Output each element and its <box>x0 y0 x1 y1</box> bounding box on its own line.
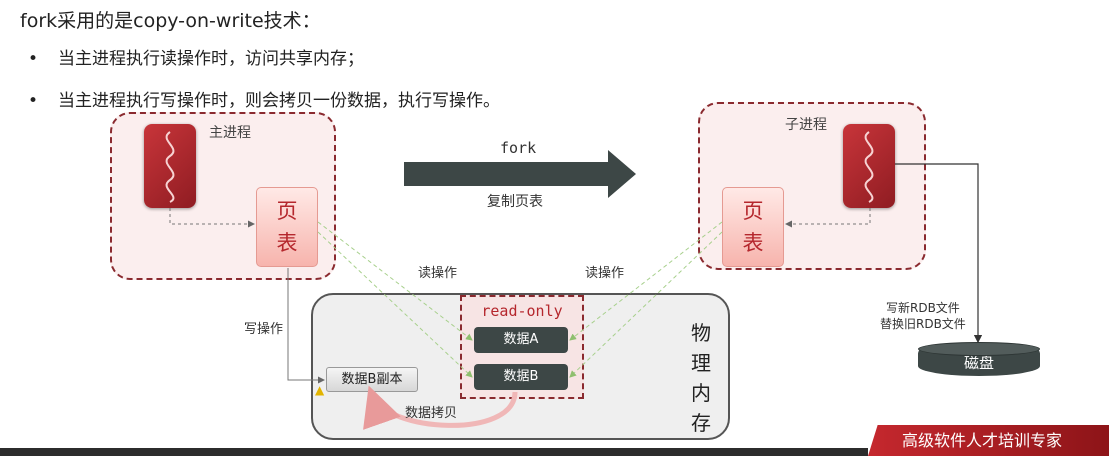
child-page-table-char-1: 页 <box>742 199 764 223</box>
rdb-note: 写新RDB文件 替换旧RDB文件 <box>880 300 966 332</box>
physical-memory-label: 物 理 内 存 <box>688 318 714 438</box>
write-op-label: 写操作 <box>244 322 284 337</box>
main-page-table: 页 表 <box>256 187 318 267</box>
child-page-table: 页 表 <box>722 187 784 267</box>
child-read-line-b <box>569 231 723 378</box>
data-a-block: 数据A <box>474 327 568 353</box>
memory-label-char: 理 <box>691 351 711 375</box>
main-read-line-b <box>317 231 473 378</box>
child-page-table-char-2: 表 <box>742 231 764 255</box>
copy-page-table-label: 复制页表 <box>487 194 543 210</box>
bottom-bar <box>0 448 868 456</box>
child-process-label: 子进程 <box>785 117 827 133</box>
bullet-read-text: 当主进程执行读操作时，访问共享内存； <box>58 49 364 69</box>
memory-label-char: 内 <box>691 381 711 405</box>
read-op-right-label: 读操作 <box>585 266 625 281</box>
write-line <box>287 268 325 384</box>
bullet-marker: • <box>28 91 39 111</box>
main-read-line-a <box>317 221 473 341</box>
child-to-disk-line <box>895 163 983 344</box>
mouse-cursor-icon: ▲ <box>315 383 325 397</box>
main-thread-icon <box>144 124 196 208</box>
main-page-table-char-1: 页 <box>276 199 298 223</box>
child-thread-icon <box>843 124 895 208</box>
child-thread-to-pagetable-line <box>785 208 871 228</box>
child-read-line-a <box>569 221 723 341</box>
page-heading: fork采用的是copy-on-write技术： <box>20 10 321 32</box>
data-copy-label: 数据拷贝 <box>405 406 458 421</box>
brand-banner: 高级软件人才培训专家 <box>868 425 1109 456</box>
memory-label-char: 存 <box>691 411 711 435</box>
main-process-label: 主进程 <box>209 125 251 141</box>
disk-top-ellipse <box>918 342 1040 356</box>
bullet-read: • 当主进程执行读操作时，访问共享内存； <box>28 44 364 69</box>
bullet-marker: • <box>28 49 39 69</box>
readonly-label: read-only <box>481 302 563 320</box>
bullet-write: • 当主进程执行写操作时，则会拷贝一份数据，执行写操作。 <box>28 86 500 111</box>
copy-curve-arrow <box>363 385 518 430</box>
memory-label-char: 物 <box>691 321 711 345</box>
data-b-block: 数据B <box>474 364 568 390</box>
read-op-left-label: 读操作 <box>418 266 458 281</box>
bullet-write-text: 当主进程执行写操作时，则会拷贝一份数据，执行写操作。 <box>58 91 500 111</box>
main-thread-to-pagetable-line <box>169 208 255 228</box>
fork-label: fork <box>500 139 537 157</box>
rdb-note-line-2: 替换旧RDB文件 <box>880 317 966 331</box>
data-b-copy-block: 数据B副本 <box>326 367 418 392</box>
fork-arrow-icon <box>404 150 636 198</box>
main-page-table-char-2: 表 <box>276 231 298 255</box>
rdb-note-line-1: 写新RDB文件 <box>886 301 960 315</box>
